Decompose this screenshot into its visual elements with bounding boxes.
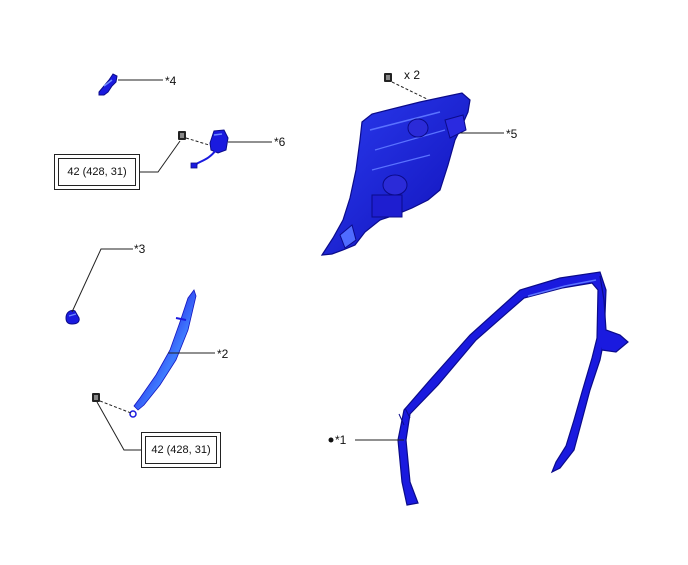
part-5-trim-panel — [320, 92, 471, 256]
bolt-icon — [92, 393, 132, 414]
part-2-rod — [129, 289, 197, 418]
callout-p2: *2 — [217, 347, 229, 361]
bolt-icon — [384, 73, 428, 100]
callout-p4: *4 — [165, 74, 177, 88]
quantity-label: x 2 — [404, 68, 420, 82]
part-1-weatherstrip — [397, 271, 629, 506]
callout-p5: *5 — [506, 127, 518, 141]
callout-p3: *3 — [134, 242, 146, 256]
torque-spec-box-upper: 42 (428, 31) — [54, 154, 140, 190]
torque-spec-box-lower: 42 (428, 31) — [141, 432, 221, 468]
bolt-icon — [178, 131, 210, 146]
callout-p6: *6 — [274, 135, 286, 149]
torque-spec-text: 42 (428, 31) — [145, 436, 217, 464]
precoat-mark — [328, 437, 334, 443]
part-4-clip — [98, 73, 118, 96]
leader-torque-upper — [139, 140, 181, 173]
leader-p3 — [71, 248, 133, 313]
torque-spec-text: 42 (428, 31) — [58, 158, 136, 186]
part-6-sensor — [190, 129, 229, 169]
leader-torque-lower — [96, 401, 142, 451]
callout-p1: *1 — [335, 433, 347, 447]
part-3-cap — [65, 309, 80, 325]
